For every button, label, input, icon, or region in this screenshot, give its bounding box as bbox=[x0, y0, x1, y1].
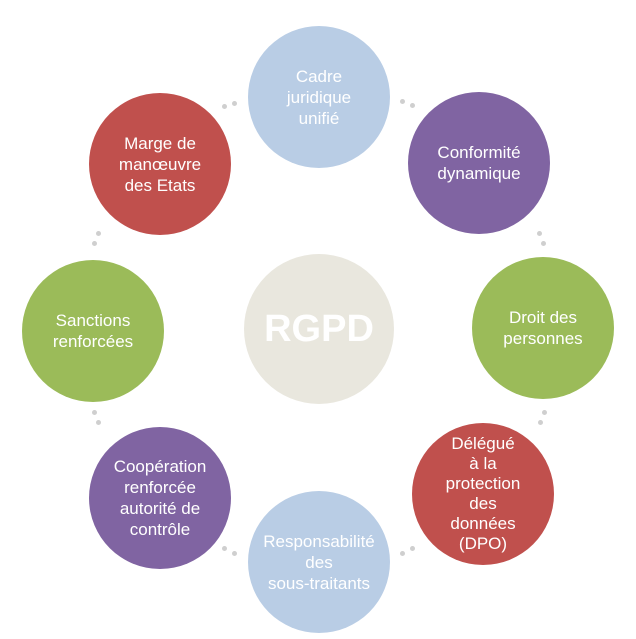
node-label: Marge de manœuvre des Etats bbox=[118, 133, 202, 195]
connector-dot bbox=[410, 103, 415, 108]
connector-dot bbox=[541, 241, 546, 246]
connector-dot bbox=[96, 420, 101, 425]
node-marge-manoeuvre: Marge de manœuvre des Etats bbox=[89, 93, 231, 235]
connector-dot bbox=[410, 546, 415, 551]
node-dpo: Délégué à la protection des données (DPO… bbox=[412, 423, 554, 565]
node-droit-personnes: Droit des personnes bbox=[472, 257, 614, 399]
connector-dot bbox=[222, 104, 227, 109]
center-circle: RGPD bbox=[244, 254, 394, 404]
connector-dot bbox=[232, 551, 237, 556]
node-label: Conformité dynamique bbox=[437, 143, 521, 183]
connector-dot bbox=[538, 420, 543, 425]
connector-dot bbox=[232, 101, 237, 106]
node-responsabilite: Responsabilité des sous-traitants bbox=[248, 491, 390, 633]
connector-dot bbox=[222, 546, 227, 551]
node-label: Cadre juridique unifié bbox=[286, 66, 352, 128]
node-sanctions: Sanctions renforcées bbox=[22, 260, 164, 402]
center-label: RGPD bbox=[264, 308, 374, 350]
node-label: Droit des personnes bbox=[503, 308, 583, 348]
connector-dot bbox=[542, 410, 547, 415]
node-label: Délégué à la protection des données (DPO… bbox=[445, 434, 521, 553]
connector-dot bbox=[400, 99, 405, 104]
connector-dot bbox=[400, 551, 405, 556]
connector-dot bbox=[92, 410, 97, 415]
node-label: Sanctions renforcées bbox=[52, 311, 134, 351]
node-label: Responsabilité des sous-traitants bbox=[263, 531, 375, 593]
connector-dot bbox=[96, 231, 101, 236]
node-label: Coopération renforcée autorité de contrô… bbox=[113, 457, 207, 539]
connector-dot bbox=[537, 231, 542, 236]
node-cadre-juridique: Cadre juridique unifié bbox=[248, 26, 390, 168]
connector-dot bbox=[92, 241, 97, 246]
node-cooperation: Coopération renforcée autorité de contrô… bbox=[89, 427, 231, 569]
node-conformite: Conformité dynamique bbox=[408, 92, 550, 234]
